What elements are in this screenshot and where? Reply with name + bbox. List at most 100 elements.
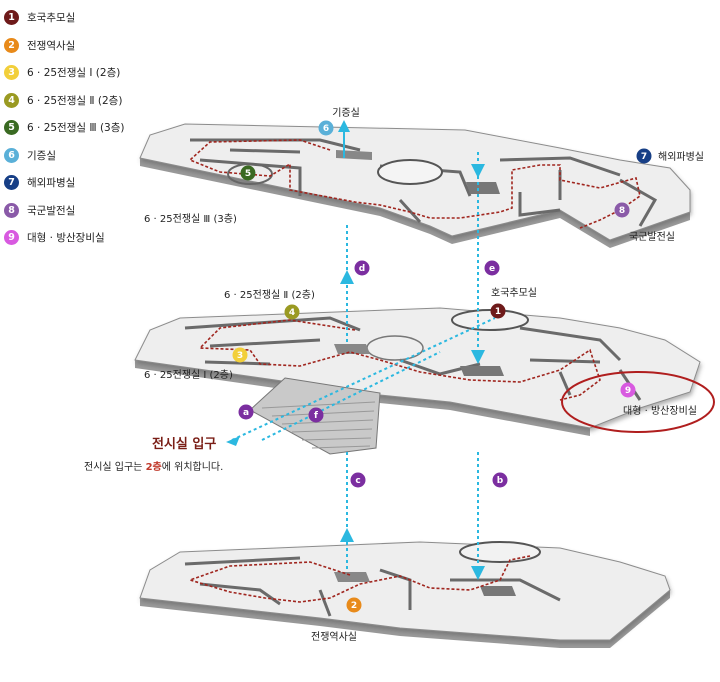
legend-label-4: 6 · 25전쟁실 Ⅱ (2층) — [27, 94, 123, 107]
floor-1-stair — [334, 572, 370, 582]
floor-1 — [139, 541, 671, 648]
marker-5-dot — [240, 165, 256, 181]
legend-badge-8: 8 — [4, 202, 19, 218]
connector-arrows — [231, 126, 496, 578]
floor-2-tour-path — [198, 319, 601, 401]
marker-1-label: 1 — [495, 307, 501, 317]
label-jeonjaeng: 전쟁역사실 — [311, 631, 357, 643]
legend-label-8: 국군발전실 — [27, 204, 76, 217]
legend-badge-1: 1 — [4, 10, 19, 26]
floor-3-walls — [190, 138, 658, 227]
floor-2 — [134, 307, 701, 455]
legend-item-7: 7 해외파병실 — [4, 169, 174, 197]
marker-4: 4 — [284, 304, 300, 320]
legend-label-6: 기증실 — [27, 149, 56, 162]
marker-e: e — [484, 260, 500, 276]
marker-a: a — [238, 404, 254, 420]
marker-1-dot — [490, 303, 506, 319]
legend-item-6: 6 기증실 — [4, 142, 174, 170]
marker-8-dot — [614, 202, 630, 218]
legend-item-8: 8 국군발전실 — [4, 197, 174, 225]
legend-item-4: 4 6 · 25전쟁실 Ⅱ (2층) — [4, 87, 174, 115]
marker-d: d — [354, 260, 370, 276]
letter-markers: d e a f c b — [238, 260, 508, 488]
floor-1-ring — [459, 541, 541, 563]
marker-4-dot — [284, 304, 300, 320]
label-war2: 6 · 25전쟁실 Ⅱ (2층) — [224, 289, 315, 301]
marker-1: 1 — [490, 303, 506, 319]
marker-6-label: 6 — [323, 124, 329, 134]
floor-3 — [139, 123, 691, 248]
highlight-circle — [561, 371, 715, 433]
entrance-note: 전시실 입구는 2층에 위치합니다. — [84, 460, 223, 473]
legend-label-9: 대형 · 방산장비실 — [27, 232, 105, 245]
room-markers: 6 5 7 8 4 1 3 9 — [232, 120, 652, 613]
marker-a-label: a — [243, 408, 249, 418]
marker-3: 3 — [232, 347, 248, 363]
marker-a-dot — [238, 404, 254, 420]
marker-7-dot — [636, 148, 652, 164]
legend-badge-7: 7 — [4, 175, 19, 191]
label-hoguk: 호국추모실 — [491, 287, 537, 299]
legend-badge-3: 3 — [4, 65, 19, 81]
floor-1-slab — [139, 541, 671, 641]
arrowhead-entrance — [226, 436, 240, 446]
floor-3-room5-ring — [227, 163, 273, 185]
marker-2: 2 — [346, 597, 362, 613]
label-haeoe: 해외파병실 — [658, 150, 704, 163]
marker-c-label: c — [355, 476, 360, 486]
floor-1-stair-2 — [480, 586, 516, 596]
marker-c-dot — [350, 472, 366, 488]
legend-item-2: 2 전쟁역사실 — [4, 32, 174, 60]
arrowhead-c — [340, 528, 354, 542]
marker-6: 6 — [318, 120, 334, 136]
floor-2-stair-2 — [460, 366, 504, 376]
marker-6-dot — [318, 120, 334, 136]
entrance-note-pre: 전시실 입구는 — [84, 460, 146, 473]
arrow-heads — [226, 120, 485, 580]
arrow-line-a — [231, 317, 496, 441]
marker-b-dot — [492, 472, 508, 488]
floor-1-tour-path — [187, 555, 531, 603]
label-gizeung: 기증실 — [332, 107, 360, 119]
map-labels: 기증실 해외파병실 국군발전실 6 · 25전쟁실 Ⅲ (3층) 6 · 25전… — [84, 107, 704, 643]
marker-5-label: 5 — [245, 169, 251, 179]
floor-2-slab — [134, 307, 701, 429]
label-war3: 6 · 25전쟁실 Ⅲ (3층) — [144, 213, 237, 225]
marker-d-dot — [354, 260, 370, 276]
entrance-title: 전시실 입구 — [152, 436, 216, 452]
entrance-note-emphasis: 2층 — [146, 460, 162, 473]
floor-3-stair-2 — [466, 182, 500, 194]
marker-f-label: f — [314, 411, 318, 421]
arrowhead-e — [471, 350, 485, 364]
marker-2-label: 2 — [351, 601, 357, 611]
legend-label-1: 호국추모실 — [27, 12, 76, 25]
legend-badge-6: 6 — [4, 147, 19, 163]
arrowhead-d — [340, 270, 354, 284]
legend-label-2: 전쟁역사실 — [27, 39, 76, 52]
marker-e-dot — [484, 260, 500, 276]
marker-9-label: 9 — [625, 386, 631, 396]
marker-c: c — [350, 472, 366, 488]
label-war1: 6 · 25전쟁실 Ⅰ (2층) — [144, 369, 233, 381]
entrance-note-post: 에 위치합니다. — [162, 460, 224, 473]
legend-label-7: 해외파병실 — [27, 177, 76, 190]
marker-3-label: 3 — [237, 351, 243, 361]
floor-3-atrium — [377, 159, 443, 185]
arrowhead-b — [471, 566, 485, 580]
legend-badge-2: 2 — [4, 37, 19, 53]
legend-badge-4: 4 — [4, 92, 19, 108]
label-daehyeong: 대형 · 방산장비실 — [623, 405, 697, 417]
marker-f-dot — [308, 407, 324, 423]
marker-d-label: d — [359, 264, 365, 274]
marker-9: 9 — [620, 382, 636, 398]
label-gukgun: 국군발전실 — [629, 231, 675, 243]
entrance-stair-steps — [261, 401, 376, 449]
legend-badge-5: 5 — [4, 120, 19, 136]
